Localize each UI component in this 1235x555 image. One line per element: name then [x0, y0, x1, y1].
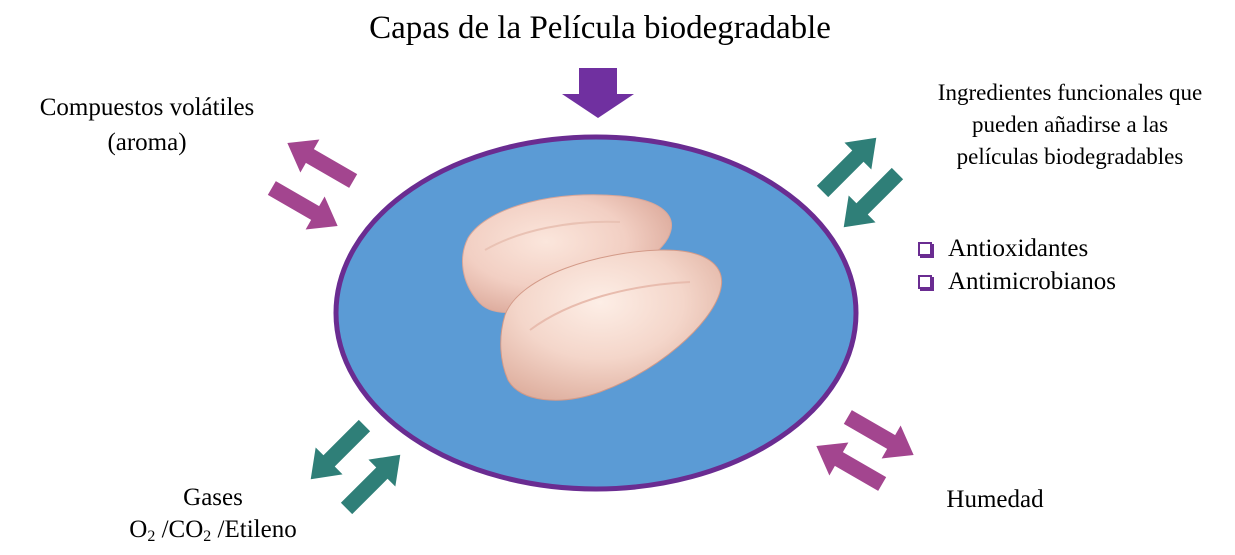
down-arrow-icon [562, 68, 634, 118]
volatiles-arrow-in [262, 172, 347, 243]
volatiles-arrow-out [278, 127, 363, 198]
